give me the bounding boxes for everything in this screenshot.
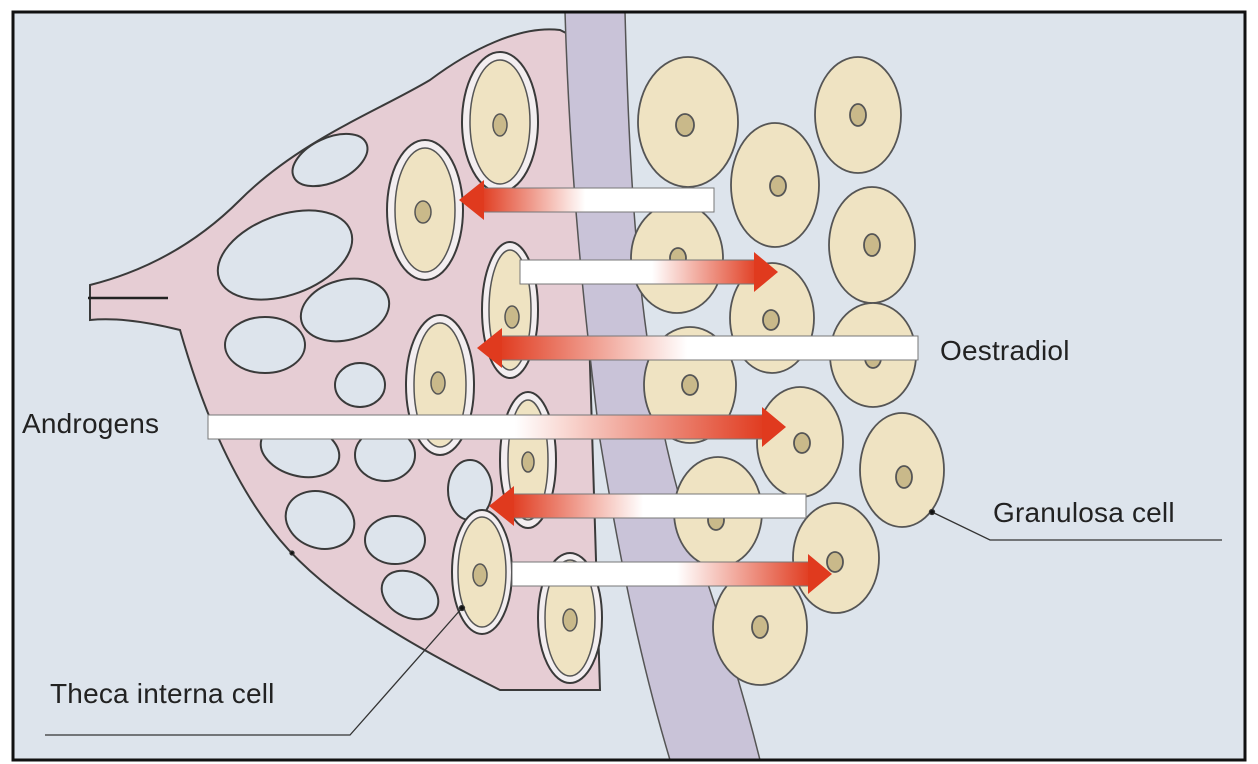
granulosa-cell [638, 57, 738, 187]
granulosa-cell [829, 187, 915, 303]
theca-interna-cell-label: Theca interna cell [50, 678, 275, 710]
granulosa-cell [731, 123, 819, 247]
theca-cell [462, 52, 538, 192]
androgens-label: Androgens [22, 408, 159, 440]
granulosa-cell [757, 387, 843, 497]
granulosa-cell [815, 57, 901, 173]
theca-cell [387, 140, 463, 280]
theca-cell [452, 510, 512, 634]
granulosa-cell [631, 203, 723, 313]
granulosa-cell [793, 503, 879, 613]
oestradiol-label: Oestradiol [940, 335, 1070, 367]
granulosa-cell-label: Granulosa cell [993, 497, 1175, 529]
